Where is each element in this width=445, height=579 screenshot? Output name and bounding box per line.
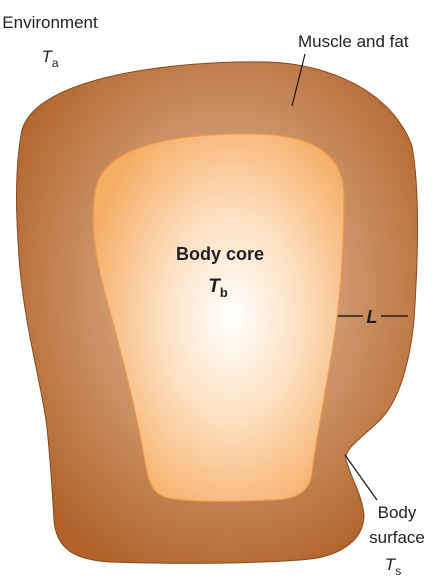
muscle-and-fat-label: Muscle and fat bbox=[298, 32, 409, 51]
thickness-label: L bbox=[367, 307, 378, 327]
body-surface-label-line1: Body bbox=[378, 503, 417, 522]
body-surface-label-line2: surface bbox=[369, 528, 425, 547]
environment-temperature-label: Ta bbox=[41, 47, 58, 70]
body-surface-temperature-label: Ts bbox=[385, 555, 401, 578]
environment-label: Environment bbox=[2, 13, 98, 32]
body-core-label: Body core bbox=[176, 244, 264, 264]
